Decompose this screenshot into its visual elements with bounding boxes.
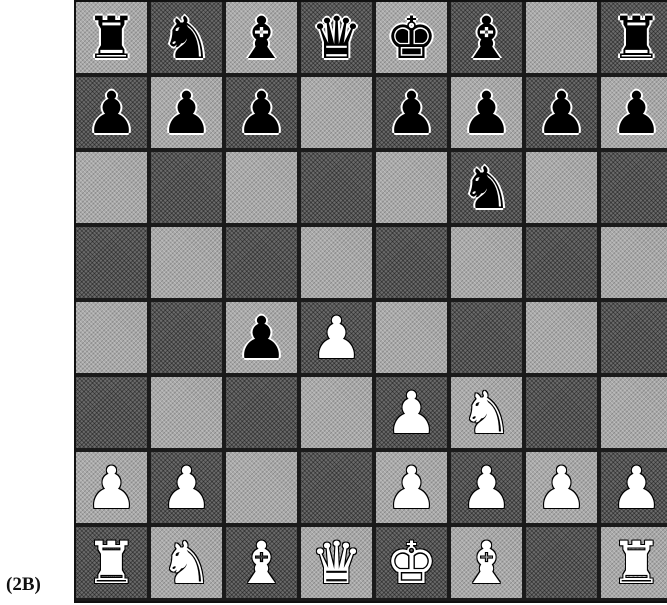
white-queen-icon[interactable]: ♛ (311, 534, 363, 592)
square-h7[interactable]: ♟ (601, 77, 667, 148)
square-g7[interactable]: ♟ (526, 77, 597, 148)
square-a8[interactable]: ♜ (76, 2, 147, 73)
square-c6[interactable] (226, 152, 297, 223)
black-bishop-icon[interactable]: ♝ (461, 9, 513, 67)
square-f7[interactable]: ♟ (451, 77, 522, 148)
black-knight-icon[interactable]: ♞ (161, 9, 213, 67)
figure-label: (2B) (6, 574, 41, 596)
square-b7[interactable]: ♟ (151, 77, 222, 148)
white-pawn-icon[interactable]: ♟ (386, 384, 438, 442)
square-a2[interactable]: ♟ (76, 452, 147, 523)
square-d2[interactable] (301, 452, 372, 523)
square-b3[interactable] (151, 377, 222, 448)
white-knight-icon[interactable]: ♞ (461, 384, 513, 442)
square-b4[interactable] (151, 302, 222, 373)
black-queen-icon[interactable]: ♛ (311, 9, 363, 67)
black-pawn-icon[interactable]: ♟ (461, 84, 513, 142)
white-pawn-icon[interactable]: ♟ (311, 309, 363, 367)
square-g1[interactable] (526, 527, 597, 598)
square-c3[interactable] (226, 377, 297, 448)
square-f8[interactable]: ♝ (451, 2, 522, 73)
square-d7[interactable] (301, 77, 372, 148)
square-b2[interactable]: ♟ (151, 452, 222, 523)
square-a1[interactable]: ♜ (76, 527, 147, 598)
black-pawn-icon[interactable]: ♟ (236, 309, 288, 367)
black-pawn-icon[interactable]: ♟ (161, 84, 213, 142)
square-c4[interactable]: ♟ (226, 302, 297, 373)
white-rook-icon[interactable]: ♜ (611, 534, 663, 592)
black-king-icon[interactable]: ♚ (386, 9, 438, 67)
white-pawn-icon[interactable]: ♟ (386, 459, 438, 517)
square-f6[interactable]: ♞ (451, 152, 522, 223)
black-rook-icon[interactable]: ♜ (86, 9, 138, 67)
white-pawn-icon[interactable]: ♟ (611, 459, 663, 517)
square-g2[interactable]: ♟ (526, 452, 597, 523)
square-e4[interactable] (376, 302, 447, 373)
square-b8[interactable]: ♞ (151, 2, 222, 73)
square-g8[interactable] (526, 2, 597, 73)
square-c5[interactable] (226, 227, 297, 298)
square-h5[interactable] (601, 227, 667, 298)
square-c1[interactable]: ♝ (226, 527, 297, 598)
black-knight-icon[interactable]: ♞ (461, 159, 513, 217)
square-f2[interactable]: ♟ (451, 452, 522, 523)
square-a4[interactable] (76, 302, 147, 373)
square-f4[interactable] (451, 302, 522, 373)
square-b1[interactable]: ♞ (151, 527, 222, 598)
black-pawn-icon[interactable]: ♟ (386, 84, 438, 142)
square-f3[interactable]: ♞ (451, 377, 522, 448)
square-c8[interactable]: ♝ (226, 2, 297, 73)
square-d3[interactable] (301, 377, 372, 448)
white-pawn-icon[interactable]: ♟ (461, 459, 513, 517)
square-g5[interactable] (526, 227, 597, 298)
square-d1[interactable]: ♛ (301, 527, 372, 598)
square-h4[interactable] (601, 302, 667, 373)
square-c2[interactable] (226, 452, 297, 523)
square-h1[interactable]: ♜ (601, 527, 667, 598)
square-e5[interactable] (376, 227, 447, 298)
white-bishop-icon[interactable]: ♝ (461, 534, 513, 592)
square-e3[interactable]: ♟ (376, 377, 447, 448)
black-rook-icon[interactable]: ♜ (611, 9, 663, 67)
square-h3[interactable] (601, 377, 667, 448)
square-g4[interactable] (526, 302, 597, 373)
square-e8[interactable]: ♚ (376, 2, 447, 73)
white-knight-icon[interactable]: ♞ (161, 534, 213, 592)
square-a3[interactable] (76, 377, 147, 448)
square-e2[interactable]: ♟ (376, 452, 447, 523)
black-pawn-icon[interactable]: ♟ (611, 84, 663, 142)
square-a6[interactable] (76, 152, 147, 223)
square-a7[interactable]: ♟ (76, 77, 147, 148)
square-h8[interactable]: ♜ (601, 2, 667, 73)
chess-board: ♜ ♞ ♝ ♛ ♚ ♝ ♜ ♟ ♟ ♟ ♟ ♟ ♟ ♟ ♞ ♟ ♟ ♟ ♞ ♟ ♟ ♟ ♟ ♟ ♟ ♜ ♞ ♝ ♛ ♚ ♝ ♜ (76, 2, 667, 601)
white-pawn-icon[interactable]: ♟ (86, 459, 138, 517)
black-bishop-icon[interactable]: ♝ (236, 9, 288, 67)
square-d5[interactable] (301, 227, 372, 298)
square-h2[interactable]: ♟ (601, 452, 667, 523)
square-d8[interactable]: ♛ (301, 2, 372, 73)
square-d6[interactable] (301, 152, 372, 223)
square-g3[interactable] (526, 377, 597, 448)
white-bishop-icon[interactable]: ♝ (236, 534, 288, 592)
square-e1[interactable]: ♚ (376, 527, 447, 598)
black-pawn-icon[interactable]: ♟ (236, 84, 288, 142)
white-pawn-icon[interactable]: ♟ (161, 459, 213, 517)
black-pawn-icon[interactable]: ♟ (536, 84, 588, 142)
white-king-icon[interactable]: ♚ (386, 534, 438, 592)
square-f1[interactable]: ♝ (451, 527, 522, 598)
square-e6[interactable] (376, 152, 447, 223)
square-e7[interactable]: ♟ (376, 77, 447, 148)
white-rook-icon[interactable]: ♜ (86, 534, 138, 592)
square-b5[interactable] (151, 227, 222, 298)
square-a5[interactable] (76, 227, 147, 298)
square-c7[interactable]: ♟ (226, 77, 297, 148)
white-pawn-icon[interactable]: ♟ (536, 459, 588, 517)
square-b6[interactable] (151, 152, 222, 223)
square-g6[interactable] (526, 152, 597, 223)
square-h6[interactable] (601, 152, 667, 223)
square-f5[interactable] (451, 227, 522, 298)
square-d4[interactable]: ♟ (301, 302, 372, 373)
black-pawn-icon[interactable]: ♟ (86, 84, 138, 142)
